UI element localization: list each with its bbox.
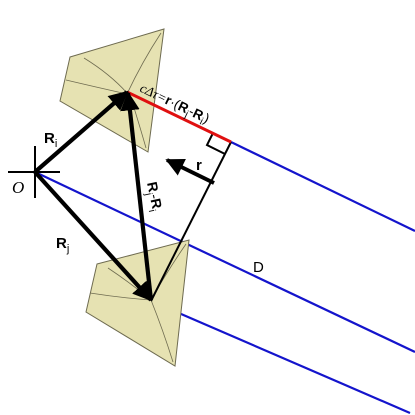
horn-sensor-j (85, 239, 190, 367)
origin-label: O (12, 178, 24, 197)
path-difference-segment (126, 90, 232, 144)
vector-rj-arrow (33, 170, 153, 302)
right-angle-marker (205, 132, 226, 155)
ray-origin (34, 171, 415, 353)
ray-sensor-i (230, 141, 415, 232)
ri-label: Ri (44, 130, 57, 150)
vector-ri-arrow (33, 90, 129, 174)
vector-difference-label-group: Rj-Ri (140, 180, 166, 213)
vector-difference-label: Rj-Ri (140, 180, 166, 213)
delay-equation-label: cΔτ=r·(Rj-Ri) (136, 80, 212, 129)
unit-vector-label: r (196, 157, 202, 174)
rj-label: Rj (56, 235, 69, 255)
wavefront-line (150, 141, 232, 302)
delay-equation-label-group: cΔτ=r·(Rj-Ri) (136, 80, 212, 129)
distance-label: D (253, 259, 264, 276)
unit-vector-r-arrow (165, 158, 215, 185)
ray-sensor-j (150, 299, 411, 415)
vector-difference-arrow (120, 91, 154, 301)
